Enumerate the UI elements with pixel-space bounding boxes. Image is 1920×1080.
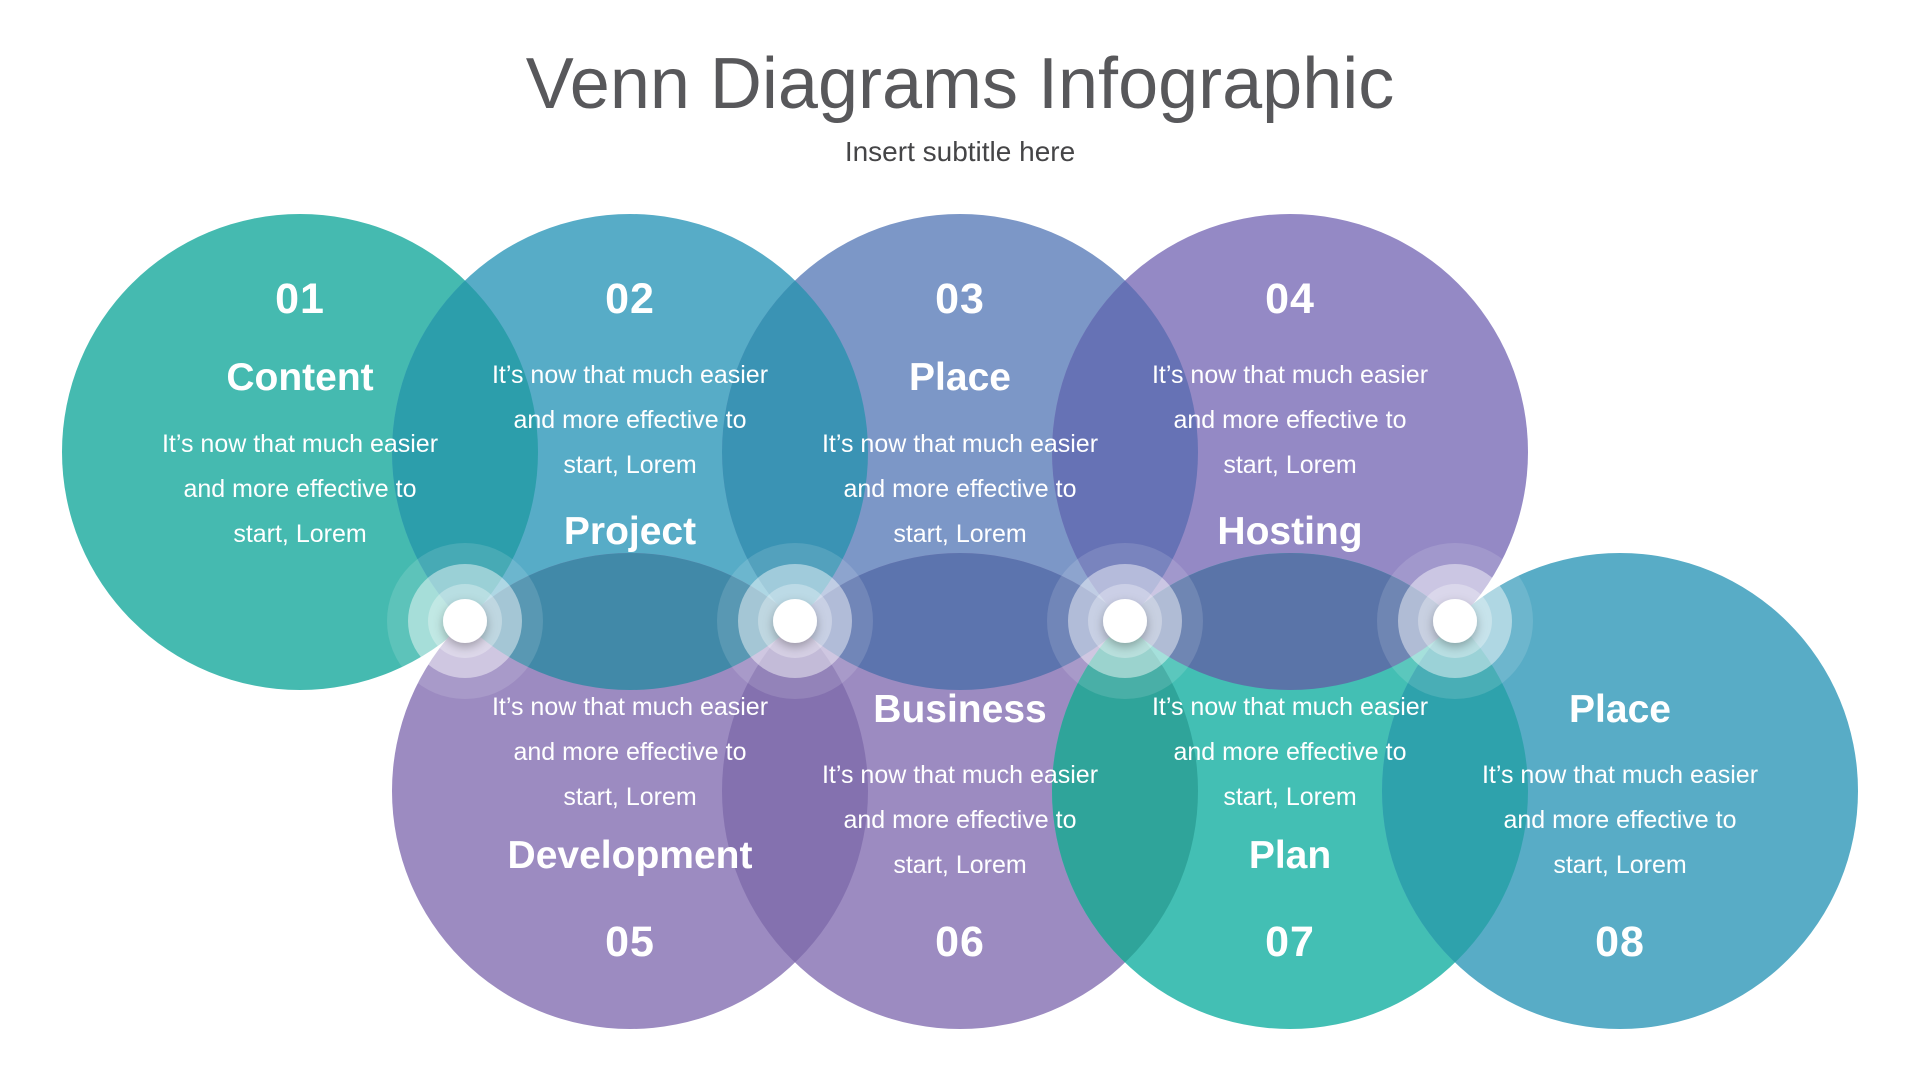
hub-core: [443, 599, 487, 643]
circle-number: 03: [935, 275, 985, 323]
circle-03-shape: [722, 214, 1198, 690]
circle-body: It’s now that much easier and more effec…: [821, 430, 1099, 548]
circle-body: It’s now that much easier and more effec…: [1151, 693, 1429, 811]
hub-core: [1103, 599, 1147, 643]
hub-core: [773, 599, 817, 643]
circle-05-shape: [392, 553, 868, 1029]
circle-title: Hosting: [1217, 510, 1363, 553]
circle-number: 08: [1595, 918, 1645, 966]
circle-title: Plan: [1248, 834, 1332, 877]
circle-06-shape: [722, 553, 1198, 1029]
circle-07-shape: [1052, 553, 1528, 1029]
circle-01-shape: [62, 214, 538, 690]
circle-02-shape: [392, 214, 868, 690]
circle-title: Project: [563, 510, 697, 553]
circle-body: It’s now that much easier and more effec…: [161, 430, 439, 548]
circle-title: Business: [873, 688, 1047, 731]
circle-04-shape: [1052, 214, 1528, 690]
circle-number: 07: [1265, 918, 1315, 966]
circle-title: Place: [1569, 688, 1671, 731]
circle-body: It’s now that much easier and more effec…: [821, 761, 1099, 879]
circle-number: 04: [1265, 275, 1315, 323]
hub-node-2: [717, 543, 873, 699]
hub-node-3: [1047, 543, 1203, 699]
circle-body: It’s now that much easier and more effec…: [491, 693, 769, 811]
circle-body: It’s now that much easier and more effec…: [491, 361, 769, 479]
circle-title: Content: [226, 356, 374, 399]
circle-number: 05: [605, 918, 655, 966]
hub-core: [1433, 599, 1477, 643]
circle-body: It’s now that much easier and more effec…: [1151, 361, 1429, 479]
circle-body: It’s now that much easier and more effec…: [1481, 761, 1759, 879]
circle-number: 01: [275, 275, 325, 323]
circle-number: 02: [605, 275, 655, 323]
page-subtitle: Insert subtitle here: [844, 136, 1076, 167]
page-title: Venn Diagrams Infographic: [525, 44, 1395, 124]
hub-node-4: [1377, 543, 1533, 699]
circle-title: Development: [507, 834, 753, 877]
hub-node-1: [387, 543, 543, 699]
circle-08-shape: [1382, 553, 1858, 1029]
circle-title: Place: [909, 356, 1011, 399]
circle-number: 06: [935, 918, 985, 966]
